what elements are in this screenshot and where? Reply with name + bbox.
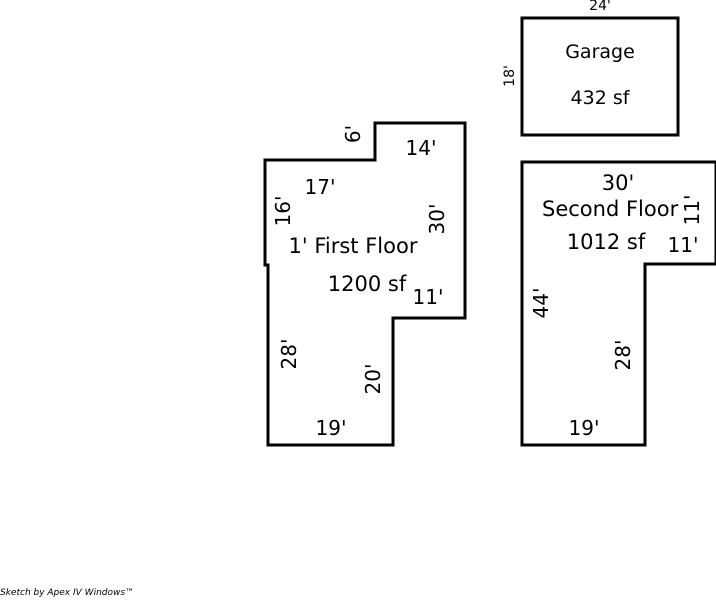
first-floor-label: 1' First Floor <box>289 234 418 258</box>
garage-dim-top: 24' <box>589 0 611 14</box>
second-floor-dim-inner-right: 28' <box>611 340 635 371</box>
garage: Garage 432 sf 24' 18' <box>502 0 680 137</box>
first-floor-dim-notch-left: 6' <box>341 125 365 143</box>
first-floor-dim-notch-top: 14' <box>406 136 437 160</box>
first-floor-dim-step-bottom: 11' <box>413 285 444 309</box>
first-floor-dim-bottom: 19' <box>316 416 347 440</box>
first-floor-dim-right: 30' <box>425 204 449 235</box>
second-floor: 30' Second Floor 1012 sf 11' 11' 44' 28'… <box>520 160 716 447</box>
sketch-credit: Sketch by Apex IV Windows™ <box>0 588 134 598</box>
second-floor-area: 1012 sf <box>567 230 646 254</box>
first-floor-area: 1200 sf <box>328 272 407 296</box>
garage-area: 432 sf <box>571 87 631 109</box>
second-floor-dim-left: 44' <box>529 288 553 319</box>
first-floor-dim-upper-left: 17' <box>305 175 336 199</box>
first-floor: 1' First Floor 1200 sf 6' 14' 17' 16' 30… <box>263 121 467 447</box>
second-floor-dim-bottom: 19' <box>569 416 600 440</box>
second-floor-label: Second Floor <box>542 197 679 221</box>
second-floor-outline <box>520 160 716 447</box>
second-floor-dim-top: 30' <box>602 171 635 195</box>
garage-dim-left: 18' <box>502 65 518 87</box>
first-floor-dim-left: 16' <box>271 196 295 227</box>
first-floor-outline <box>263 121 467 447</box>
second-floor-dim-right-cut: 11' <box>668 233 699 257</box>
garage-label: Garage <box>565 41 635 63</box>
garage-outline <box>520 16 680 137</box>
first-floor-dim-lower-right: 20' <box>361 364 385 395</box>
first-floor-dim-lower-left: 28' <box>277 339 301 370</box>
second-floor-dim-right: 11' <box>680 195 704 226</box>
